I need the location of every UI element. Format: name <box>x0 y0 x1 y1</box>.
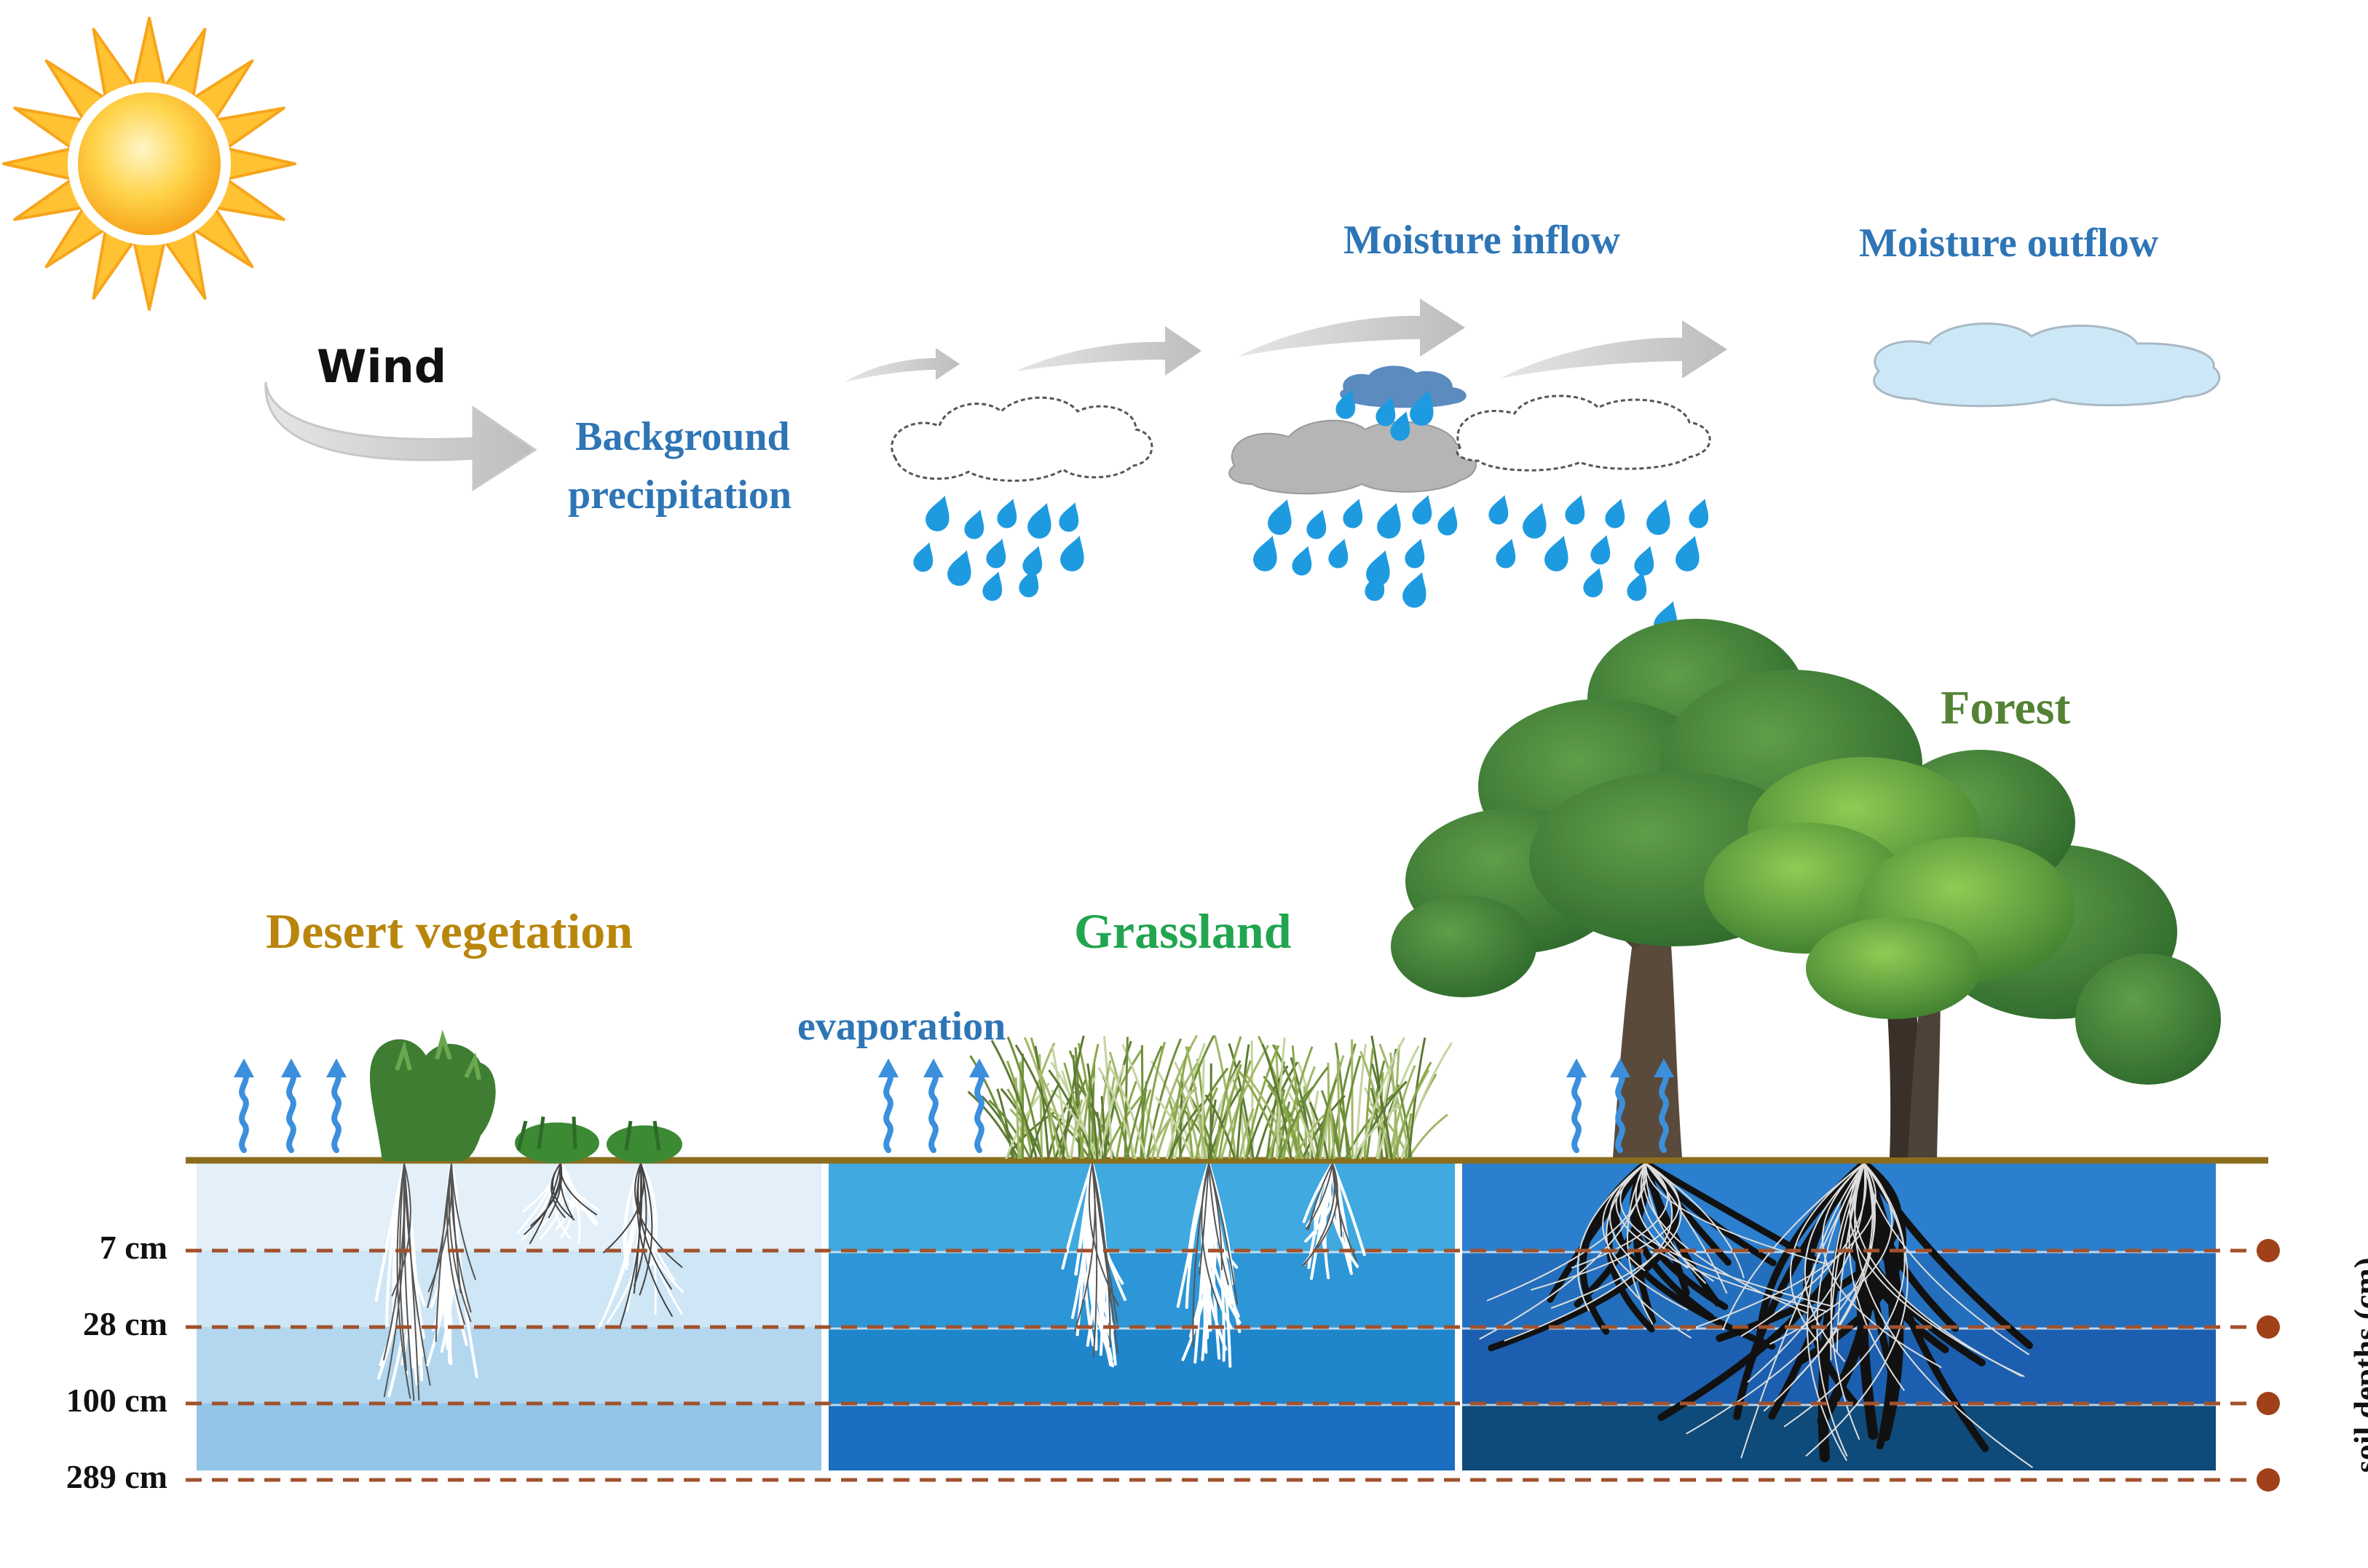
evaporation-arrow-icon <box>234 1058 254 1150</box>
raindrop-icon <box>1057 531 1092 575</box>
raindrop-icon <box>1373 499 1408 542</box>
depth-label-289: 289 cm <box>66 1458 167 1495</box>
raindrop-icon <box>1056 499 1085 534</box>
wind-arrow-icon <box>264 381 537 491</box>
raindrop-icon <box>1325 536 1354 571</box>
moisture-inflow-label: Moisture inflow <box>1343 218 1621 263</box>
cloud-icon <box>891 322 2221 495</box>
raindrop-icon <box>1485 492 1515 527</box>
raindrop-icon <box>922 491 957 535</box>
forest-label: Forest <box>1941 681 2071 734</box>
raindrop-icon <box>1672 531 1707 575</box>
depth-lines <box>186 1248 2268 1482</box>
root-icon <box>374 1158 2033 1468</box>
evaporation-label: evaporation <box>797 1004 1006 1049</box>
evaporation-arrow-icon <box>1566 1058 1587 1150</box>
raindrop-icon <box>1541 531 1576 575</box>
depth-label-28: 28 cm <box>82 1305 167 1342</box>
raindrop-icon <box>983 536 1012 571</box>
raindrop-icon <box>1399 568 1434 611</box>
flow-arrow-icon <box>845 298 1727 382</box>
soil-depths-axis-label: soil depths (cm) <box>2348 1257 2368 1473</box>
desert-plant-icon <box>369 1029 682 1163</box>
raindrop-icon <box>1402 536 1431 571</box>
raindrop-icon <box>994 496 1023 531</box>
wind-label: Wind <box>317 340 447 393</box>
depth-markers <box>2257 1239 2280 1492</box>
raindrop-icon <box>1289 543 1318 578</box>
raindrop-icon <box>1631 543 1660 578</box>
raindrop-icon <box>1409 492 1438 527</box>
tree-icon <box>1391 619 2221 1157</box>
raindrop-icon <box>1434 503 1464 538</box>
raindrop-icon <box>1643 495 1678 539</box>
background-precipitation-label-line2: precipitation <box>568 472 792 518</box>
raindrop-icon <box>944 546 979 590</box>
raindrop-icon <box>1519 499 1554 542</box>
raindrop-icon <box>1493 536 1522 571</box>
raindrop-icon <box>1250 531 1284 575</box>
evaporation-arrow-icon <box>969 1058 990 1150</box>
raindrop-icon <box>910 539 939 574</box>
evaporation-arrow-icon <box>878 1058 899 1150</box>
raindrop-icon <box>1562 492 1591 527</box>
depth-label-7: 7 cm <box>99 1229 167 1266</box>
raindrop-icon <box>1686 496 1715 531</box>
raindrop-icon <box>1264 495 1299 539</box>
moisture-outflow-label: Moisture outflow <box>1859 221 2159 266</box>
evaporation-arrow-icon <box>281 1058 301 1150</box>
raindrop-icon <box>1580 565 1609 600</box>
raindrop-icon <box>961 507 990 542</box>
grassland-label: Grassland <box>1074 903 1292 959</box>
raindrop-icon <box>979 569 1009 603</box>
sun-icon <box>2 17 296 311</box>
grass-icon <box>967 1034 1453 1160</box>
depth-label-100: 100 cm <box>66 1382 167 1419</box>
raindrop-icon <box>1587 532 1617 567</box>
desert-vegetation-label: Desert vegetation <box>266 903 634 959</box>
evaporation-arrow-icon <box>326 1058 347 1150</box>
background-precipitation-label-line1: Background <box>575 414 790 459</box>
raindrop-icon <box>1303 507 1333 542</box>
raindrop-icon <box>1340 496 1369 531</box>
raindrop-icon <box>1024 499 1059 542</box>
raindrop-icon <box>1602 496 1631 531</box>
evaporation-arrow-icon <box>923 1058 944 1150</box>
